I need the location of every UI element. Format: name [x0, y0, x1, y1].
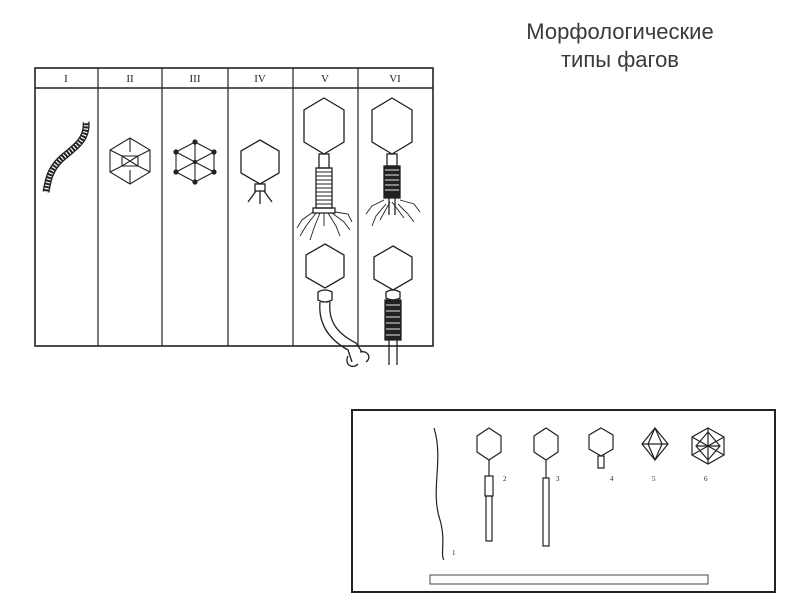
type-1-filament: [433, 427, 445, 561]
table-column-headers: I II III IV V VI: [64, 73, 401, 85]
type-2-phage: [476, 427, 502, 542]
lower-figure-labels: 1 2 3 4 5 6: [452, 475, 708, 557]
phage-morphology-table: [34, 67, 434, 347]
filamentous-phage-drawing: [42, 121, 90, 193]
type-5-phage: [641, 427, 669, 461]
type-4-phage: [588, 427, 614, 469]
type-label-1: 1: [452, 549, 456, 557]
column-header-3: III: [190, 73, 201, 85]
type-label-2: 2: [503, 475, 507, 483]
lower-phage-types-drawing: [433, 427, 725, 561]
scanned-figure-frame: [351, 409, 776, 593]
slide-title-line-1: Морфологические: [526, 19, 714, 44]
type-6-phage: [691, 427, 725, 465]
contractile-tail-variant-phage-drawing: [365, 97, 421, 365]
column-header-5: V: [321, 73, 329, 85]
table-frame: [34, 67, 434, 347]
type-label-3: 3: [556, 475, 560, 483]
column-header-6: VI: [389, 73, 401, 85]
column-header-4: IV: [254, 73, 266, 85]
short-tail-phage-drawing: [240, 139, 280, 204]
column-header-2: II: [126, 73, 134, 85]
slide-title: Морфологические типы фагов: [470, 18, 770, 74]
type-label-6: 6: [704, 475, 708, 483]
column-header-1: I: [64, 73, 68, 85]
icosahedral-phage-drawing: [109, 137, 151, 185]
slide-title-line-2: типы фагов: [560, 47, 679, 72]
type-3-phage: [533, 427, 559, 547]
type-label-4: 4: [610, 475, 614, 483]
type-label-5: 5: [652, 475, 656, 483]
knobbed-capsid-phage-drawing: [173, 139, 217, 185]
contractile-tail-phage-drawing: [296, 97, 370, 368]
